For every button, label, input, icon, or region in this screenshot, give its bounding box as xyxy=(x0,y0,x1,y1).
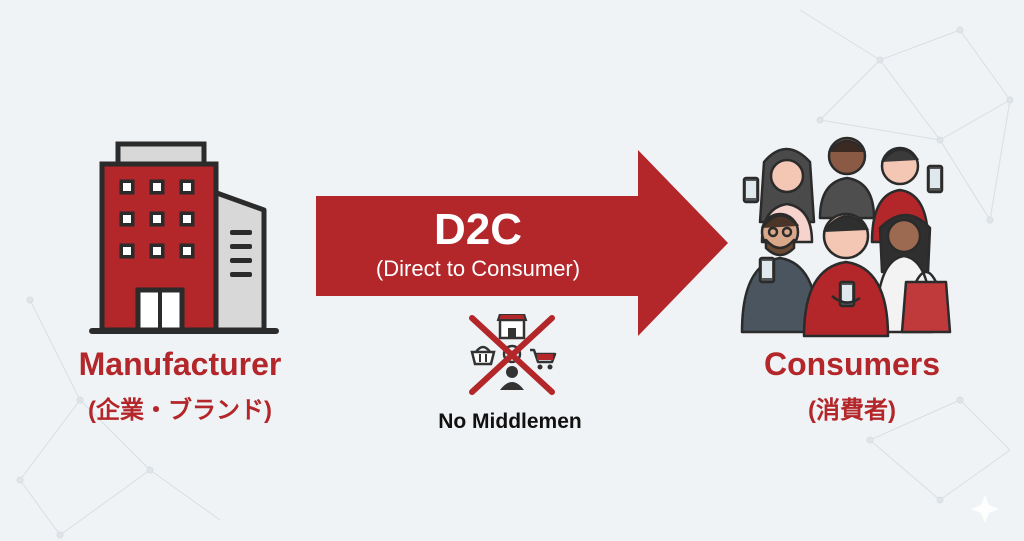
consumers-subtitle: (消費者) xyxy=(808,397,896,424)
arrow-subtitle: (Direct to Consumer) xyxy=(375,256,581,281)
store-icon xyxy=(496,314,528,340)
smartphone-icon xyxy=(838,280,856,308)
cart-icon xyxy=(530,348,557,370)
person-icon xyxy=(500,366,524,390)
smartphone-icon xyxy=(758,256,776,284)
consumer-crowd-icon xyxy=(740,136,952,338)
basket-icon xyxy=(470,345,496,366)
shopping-bag-icon xyxy=(900,270,952,334)
manufacturer-title: Manufacturer xyxy=(78,346,282,382)
arrow-title: D2C xyxy=(433,205,523,254)
cross-out-icon xyxy=(469,315,555,395)
smartphone-icon xyxy=(742,176,760,204)
factory-icon xyxy=(89,141,279,334)
smartphone-icon xyxy=(926,164,944,194)
consumers-title: Consumers xyxy=(763,346,941,382)
manufacturer-subtitle: (企業・ブランド) xyxy=(88,397,272,424)
d2c-arrow xyxy=(316,150,728,336)
no-middlemen-label: No Middlemen xyxy=(438,410,582,433)
middlemen-crossed-icon xyxy=(469,314,557,395)
